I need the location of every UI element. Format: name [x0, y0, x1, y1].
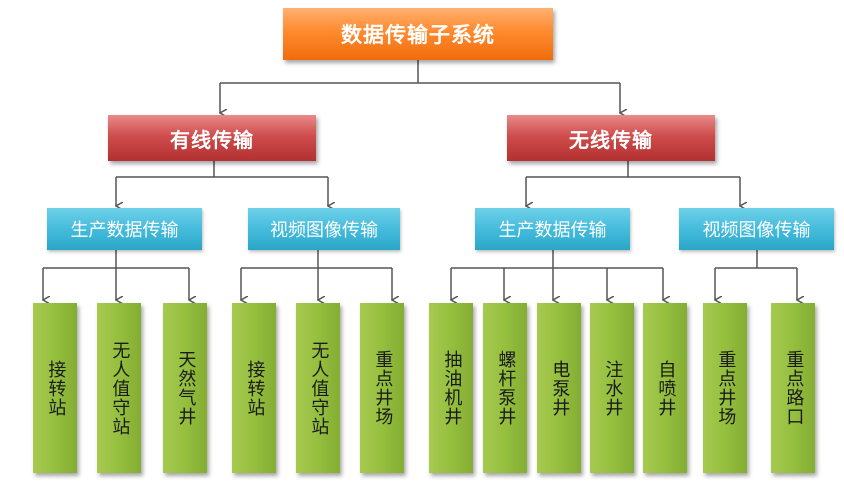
leaf-wireless-data-2: 螺杆泵井	[483, 303, 527, 473]
wired-video-group-node: 视频图像传输	[248, 208, 400, 250]
leaf-wireless-data-1: 抽油机井	[429, 303, 473, 473]
leaf-wireless-data-4: 注水井	[590, 303, 634, 473]
leaf-wireless-data-3: 电泵井	[537, 303, 581, 473]
leaf-wired-data-1: 接转站	[33, 303, 77, 473]
wireless-data-group-node: 生产数据传输	[475, 208, 630, 250]
leaf-wired-data-2: 无人值守站	[97, 303, 141, 473]
wired-node: 有线传输	[108, 115, 316, 161]
leaf-wireless-video-1: 重点井场	[703, 303, 747, 473]
wireless-node: 无线传输	[507, 115, 715, 161]
leaf-wired-video-1: 接转站	[232, 303, 276, 473]
leaf-wired-video-3: 重点井场	[360, 303, 404, 473]
root-node: 数据传输子系统	[283, 8, 553, 60]
leaf-wireless-data-5: 自喷井	[643, 303, 687, 473]
leaf-wired-data-3: 天然气井	[163, 303, 207, 473]
leaf-wired-video-2: 无人值守站	[296, 303, 340, 473]
wireless-video-group-node: 视频图像传输	[679, 208, 834, 250]
leaf-wireless-video-2: 重点路口	[771, 303, 815, 473]
wired-data-group-node: 生产数据传输	[47, 208, 202, 250]
